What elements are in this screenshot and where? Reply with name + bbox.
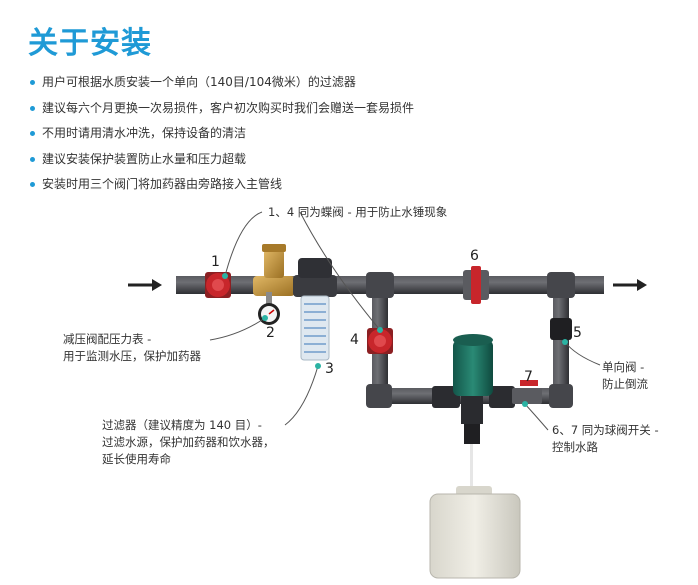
label-check-line1: 单向阀 -: [602, 360, 645, 374]
label-ball-line1: 6、7 同为球阀开关 -: [552, 423, 659, 437]
marker-4: 4: [350, 332, 359, 348]
label-filter-line2: 过滤水源，保护加药器和饮水器，: [102, 435, 275, 449]
marker-5: 5: [573, 325, 582, 341]
dosing-pump: [432, 334, 515, 494]
marker-1: 1: [211, 254, 220, 270]
pointer-line-4: [299, 211, 381, 331]
tip-item: 建议安装保护装置防止水量和压力超载: [30, 147, 414, 173]
butterfly-valve-1: [205, 272, 231, 298]
bypass-pipe-right: [553, 290, 569, 398]
tip-item: 不用时请用清水冲洗，保持设备的清洁: [30, 121, 414, 147]
pointer-line-7: [524, 403, 549, 431]
tip-item: 安装时用三个阀门将加药器由旁路接入主管线: [30, 172, 414, 198]
label-butterfly-valve: 1、4 同为蝶阀 - 用于防止水锤现象: [268, 205, 448, 219]
marker-3: 3: [325, 361, 334, 377]
marker-6: 6: [470, 248, 479, 264]
chemical-tank: [429, 486, 521, 579]
butterfly-valve-4: [367, 328, 393, 354]
filter: [293, 258, 337, 361]
marker-2: 2: [266, 325, 275, 341]
pointer-line-1: [224, 211, 263, 277]
tips-list: 用户可根据水质安装一个单向（140目/104微米）的过滤器 建议每六个月更换一次…: [30, 70, 414, 198]
label-gauge-line2: 用于监测水压，保护加药器: [63, 349, 201, 363]
ball-valve-7: [512, 380, 542, 404]
inlet-arrow: [128, 279, 162, 291]
check-valve-5: [550, 318, 572, 340]
tip-item: 建议每六个月更换一次易损件，客户初次购买时我们会赠送一套易损件: [30, 96, 414, 122]
label-ball-line2: 控制水路: [552, 440, 598, 454]
outlet-arrow: [613, 279, 647, 291]
marker-7: 7: [524, 369, 533, 385]
pressure-gauge: [258, 303, 280, 325]
pressure-reducing-valve: [253, 244, 295, 306]
label-gauge-line1: 减压阀配压力表 -: [63, 332, 152, 346]
pointer-line-3: [284, 365, 319, 426]
page-title: 关于安装: [28, 26, 152, 61]
tip-item: 用户可根据水质安装一个单向（140目/104微米）的过滤器: [30, 70, 414, 96]
pointer-line-5: [564, 341, 601, 366]
label-check-line2: 防止倒流: [602, 377, 648, 391]
ball-valve-6: [463, 266, 489, 304]
label-filter-line1: 过滤器（建议精度为 140 目）-: [102, 418, 262, 432]
label-filter-line3: 延长使用寿命: [102, 452, 171, 466]
pointer-line-2: [209, 317, 266, 341]
